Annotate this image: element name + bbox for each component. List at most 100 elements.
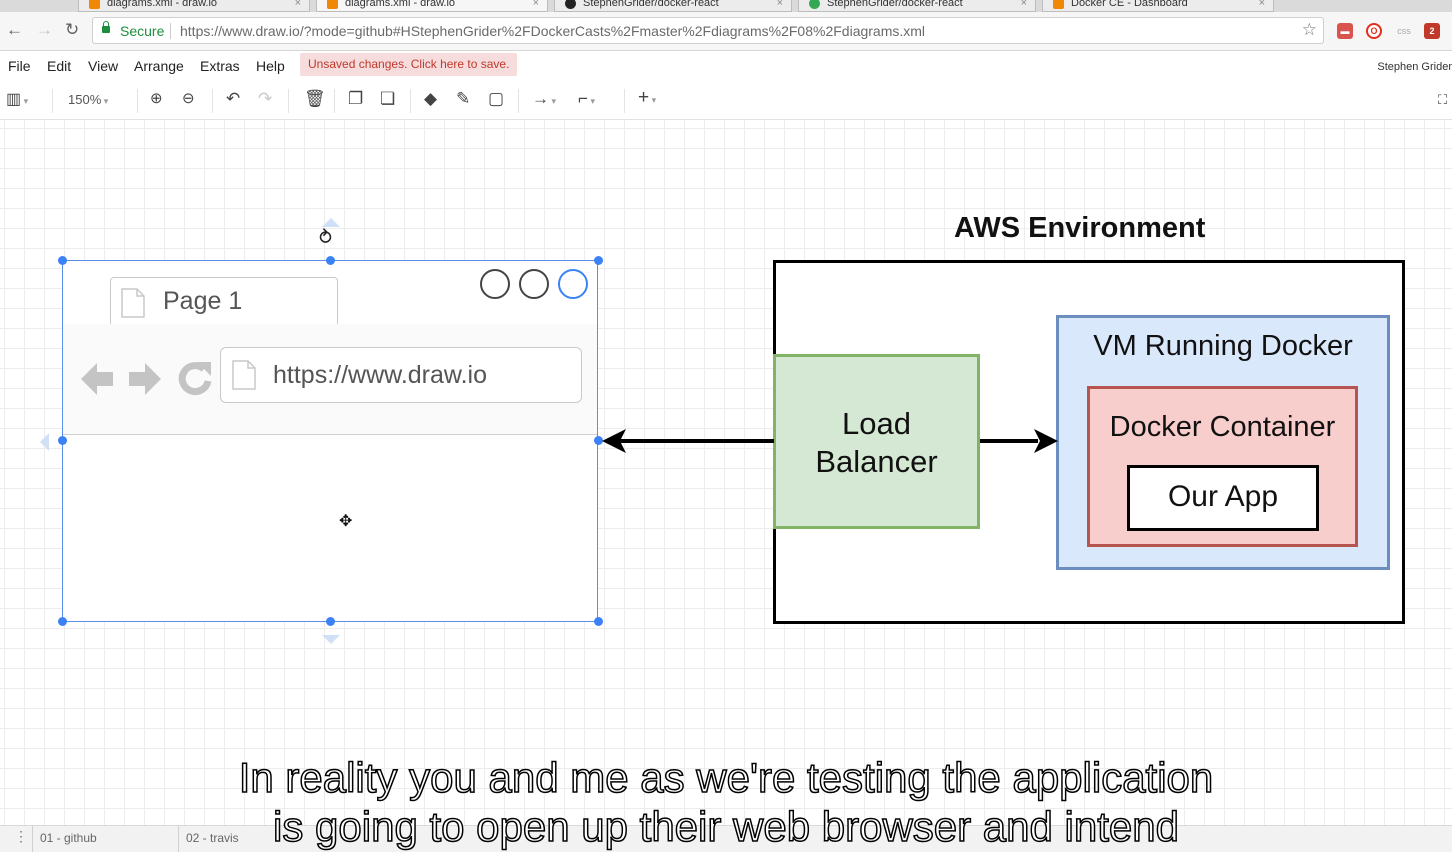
delete-icon[interactable]: 🗑: [304, 89, 326, 108]
resize-handle[interactable]: [594, 256, 603, 265]
drawio-favicon-icon: [327, 0, 338, 9]
divider: [624, 89, 625, 113]
move-cursor-icon: ✥: [339, 513, 353, 530]
browser-tab[interactable]: diagrams.xml - draw.io ×: [316, 0, 548, 12]
menu-view[interactable]: View: [88, 58, 119, 74]
fullscreen-icon[interactable]: ⛶: [1438, 92, 1448, 107]
divider: [334, 89, 335, 113]
page-icon: [121, 288, 145, 318]
divider: [518, 89, 519, 113]
aws-environment-title[interactable]: AWS Environment: [954, 212, 1206, 244]
docker-favicon-icon: [1053, 0, 1064, 9]
page-tab[interactable]: 01 - github: [40, 831, 97, 845]
mock-url-field: https://www.draw.io: [220, 347, 582, 403]
connection-icon[interactable]: → ▾: [532, 89, 557, 108]
close-icon[interactable]: ×: [294, 0, 301, 9]
window-circle-icon: [558, 269, 588, 299]
arrow-lb-to-browser[interactable]: [598, 426, 778, 456]
github-favicon-icon: [565, 0, 576, 9]
subtitle-line: is going to open up their web browser an…: [272, 803, 1179, 850]
fill-color-icon[interactable]: ◆: [424, 89, 438, 108]
resize-handle[interactable]: [58, 256, 67, 265]
divider: [410, 89, 411, 113]
forward-arrow-icon: [129, 363, 161, 395]
tab-label: StephenGrider/docker-react: [827, 0, 963, 9]
github-favicon-icon: [809, 0, 820, 9]
close-icon[interactable]: ×: [776, 0, 783, 9]
back-arrow-icon[interactable]: ←: [6, 20, 23, 39]
rotate-handle-icon[interactable]: ⥁: [319, 228, 332, 249]
extension-icon[interactable]: ▬: [1337, 23, 1353, 39]
browser-tab[interactable]: Docker CE - Dashboard ×: [1042, 0, 1274, 12]
unsaved-changes-button[interactable]: Unsaved changes. Click here to save.: [300, 53, 518, 76]
zoom-select[interactable]: 150% ▾: [68, 92, 109, 107]
mock-browser-tab: Page 1: [110, 277, 338, 325]
line-color-icon[interactable]: ✎: [456, 89, 471, 108]
drawio-toolbar: ▥ ▾ 150% ▾ ⊕ ⊖ ↶ ↷ 🗑 ❐ ❏ ◆ ✎ ▢ → ▾ ⌐ ▾ +…: [0, 83, 1452, 120]
browser-tab-strip: diagrams.xml - draw.io × diagrams.xml - …: [0, 0, 1452, 12]
arrow-lb-to-vm[interactable]: [978, 426, 1060, 456]
mock-nav-icons: [81, 362, 212, 396]
resize-handle[interactable]: [326, 617, 335, 626]
mock-browser-shape[interactable]: Page 1 https://www.draw.io ✥: [62, 260, 598, 622]
menu-edit[interactable]: Edit: [47, 58, 72, 74]
clone-arrow-up-icon[interactable]: [320, 216, 342, 228]
browser-tab[interactable]: StephenGrider/docker-react ×: [798, 0, 1036, 12]
to-front-icon[interactable]: ❐: [348, 89, 364, 108]
page-tab[interactable]: 02 - travis: [186, 831, 239, 845]
resize-handle[interactable]: [58, 436, 67, 445]
resize-handle[interactable]: [594, 617, 603, 626]
subtitle-line: In reality you and me as we're testing t…: [238, 754, 1214, 801]
tab-label: StephenGrider/docker-react: [583, 0, 719, 9]
format-panel-icon[interactable]: ▥ ▾: [6, 91, 29, 108]
bookmark-star-icon[interactable]: ☆: [1301, 20, 1317, 39]
menu-extras[interactable]: Extras: [200, 58, 240, 74]
zoom-in-icon[interactable]: ⊕: [150, 90, 163, 107]
menu-arrange[interactable]: Arrange: [134, 58, 184, 74]
insert-icon[interactable]: + ▾: [638, 87, 657, 108]
divider: [178, 826, 179, 852]
menu-file[interactable]: File: [8, 58, 31, 74]
menu-help[interactable]: Help: [256, 58, 285, 74]
load-balancer-box[interactable]: Load Balancer: [773, 354, 980, 529]
close-icon[interactable]: ×: [1258, 0, 1265, 9]
load-balancer-label: Load Balancer: [776, 405, 977, 481]
css-extension-icon[interactable]: css: [1397, 26, 1411, 36]
resize-handle[interactable]: [594, 436, 603, 445]
zoom-out-icon[interactable]: ⊖: [182, 90, 195, 107]
shield-extension-icon[interactable]: 2: [1424, 23, 1440, 39]
shadow-icon[interactable]: ▢: [488, 89, 505, 108]
redo-icon[interactable]: ↷: [258, 89, 273, 108]
resize-handle[interactable]: [58, 617, 67, 626]
pages-menu-icon[interactable]: ⋮: [14, 828, 28, 844]
browser-address-bar: ← → ↻ Secure https://www.draw.io/?mode=g…: [0, 12, 1452, 51]
reload-icon[interactable]: ↻: [65, 20, 80, 39]
undo-icon[interactable]: ↶: [226, 89, 241, 108]
secure-label: Secure: [120, 23, 165, 39]
page-icon: [232, 360, 256, 390]
waypoints-icon[interactable]: ⌐ ▾: [578, 89, 595, 108]
close-icon[interactable]: ×: [1020, 0, 1027, 9]
divider: [288, 89, 289, 113]
our-app-box[interactable]: Our App: [1127, 465, 1319, 531]
diagram-canvas[interactable]: Page 1 https://www.draw.io ✥ ⥁: [0, 120, 1452, 825]
drawio-favicon-icon: [89, 0, 100, 9]
url-input[interactable]: Secure https://www.draw.io/?mode=github#…: [92, 17, 1324, 44]
window-circle-icon: [519, 269, 549, 299]
opera-extension-icon[interactable]: O: [1366, 23, 1382, 39]
back-arrow-icon: [81, 363, 113, 395]
to-back-icon[interactable]: ❏: [380, 89, 396, 108]
forward-arrow-icon[interactable]: →: [36, 20, 53, 39]
lock-icon: [102, 21, 110, 33]
url-text: https://www.draw.io/?mode=github#HStephe…: [180, 23, 926, 39]
clone-arrow-down-icon[interactable]: [320, 634, 342, 646]
divider: [137, 89, 138, 113]
clone-arrow-left-icon[interactable]: [38, 431, 50, 453]
mock-url-text: https://www.draw.io: [273, 361, 487, 389]
resize-handle[interactable]: [326, 256, 335, 265]
divider: [32, 826, 33, 852]
close-icon[interactable]: ×: [532, 0, 539, 9]
browser-tab[interactable]: StephenGrider/docker-react ×: [554, 0, 792, 12]
tab-label: diagrams.xml - draw.io: [345, 0, 456, 9]
browser-tab[interactable]: diagrams.xml - draw.io ×: [78, 0, 310, 12]
